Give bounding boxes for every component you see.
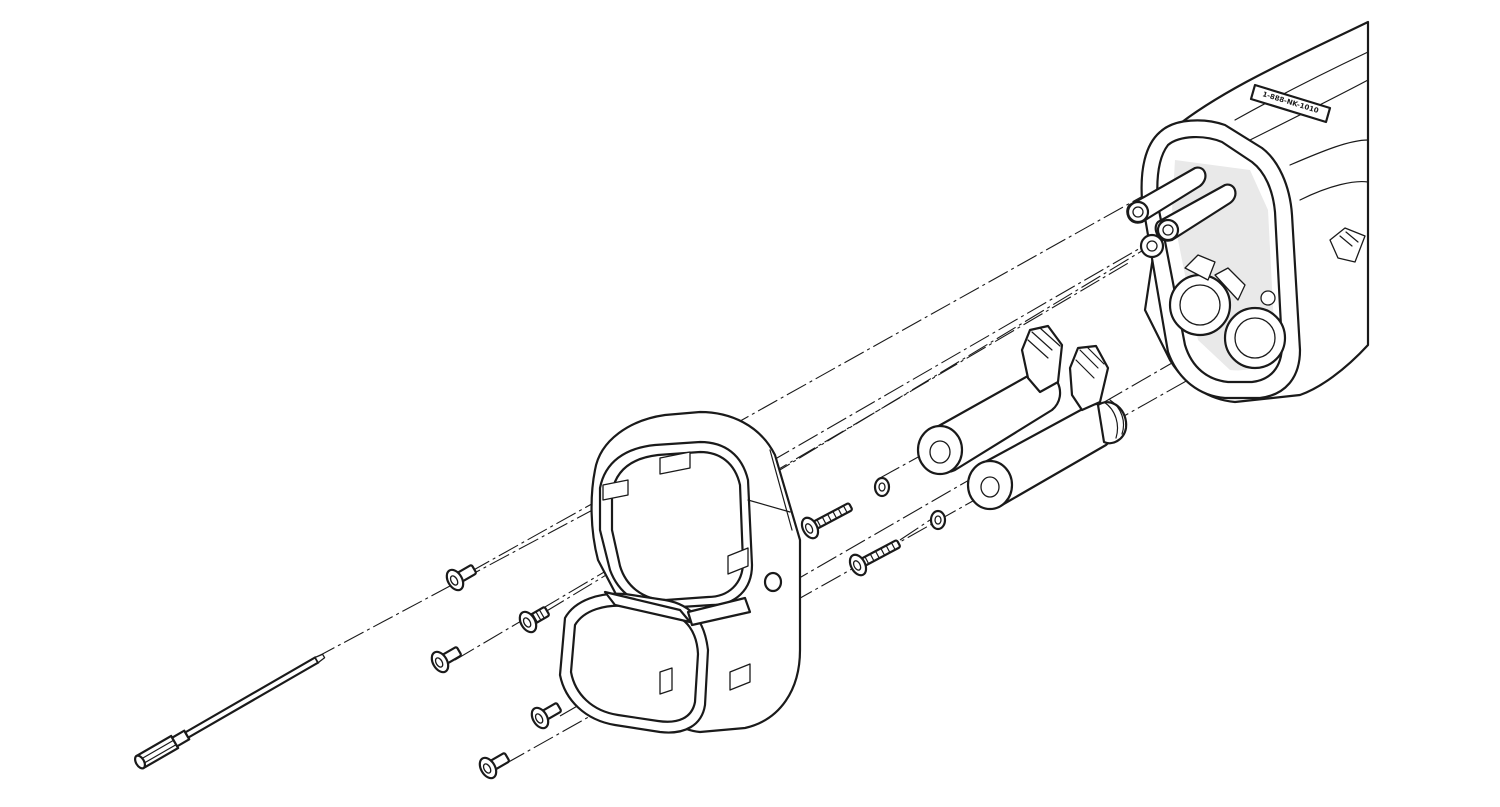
- cradle-slot: [659, 667, 673, 695]
- washer-upper: [873, 476, 891, 498]
- post-hole: [1146, 240, 1158, 252]
- screw-socket: [852, 560, 862, 571]
- screw-socket: [804, 523, 814, 534]
- screw-long: [800, 502, 853, 540]
- screw: [430, 646, 462, 674]
- bit-shaft: [184, 656, 320, 739]
- guide-line: [469, 177, 1176, 573]
- screw-socket: [434, 657, 444, 668]
- post-hole: [1132, 206, 1144, 218]
- cradle-slot: [729, 663, 751, 691]
- clip-ridges: [1075, 347, 1105, 379]
- guide-line: [454, 261, 1131, 661]
- cell-left: [916, 324, 1064, 476]
- housing-edge-line: [1234, 51, 1369, 121]
- socket-inner: [1179, 284, 1221, 326]
- post-hole: [1162, 224, 1174, 236]
- cell-clip: [1068, 344, 1110, 412]
- thread-lines: [1103, 399, 1125, 439]
- housing-post-lower: [1154, 183, 1237, 242]
- cradle-slot: [727, 547, 749, 575]
- cradle-edge-line: [769, 449, 793, 531]
- housing-post-upper: [1126, 166, 1207, 224]
- screw-thread: [816, 505, 848, 528]
- guide-line: [879, 455, 921, 479]
- bit-end: [133, 754, 147, 770]
- socket-inner: [1234, 317, 1276, 359]
- cell-socket-right: [1223, 306, 1287, 370]
- clip-ridges: [1027, 327, 1061, 359]
- screw-socket: [449, 575, 459, 586]
- housing-curve-line: [1299, 180, 1369, 201]
- grip-mark-lines: [1339, 231, 1359, 247]
- battery-cradle: [558, 410, 802, 734]
- contact-tab: [1184, 254, 1216, 281]
- bit-hex-facets: [138, 739, 177, 766]
- cradle-slot: [602, 479, 629, 501]
- cell-end-hole: [929, 440, 951, 464]
- guide-line: [899, 519, 931, 541]
- cradle-lower-ring: [558, 592, 710, 734]
- screw-thread: [864, 542, 896, 565]
- housing-post-side: [1139, 233, 1165, 259]
- washer-hole: [878, 482, 886, 492]
- hex-driver-bit: [133, 653, 326, 770]
- cell-right: [966, 344, 1128, 511]
- screw-boss: [1260, 290, 1276, 306]
- screw-socket: [534, 713, 544, 724]
- screw-socket: [482, 763, 492, 774]
- grip-mark: [1329, 227, 1366, 263]
- washer-lower: [929, 509, 947, 531]
- cradle-edge-line: [747, 499, 791, 513]
- cell-end-hole: [980, 476, 1000, 498]
- main-housing: 1-888-NK-1010: [1126, 20, 1370, 404]
- cell-clip: [1020, 324, 1064, 394]
- label-plate: [1249, 83, 1332, 124]
- screws: [430, 502, 901, 780]
- screw-socket: [522, 617, 532, 628]
- screw: [445, 564, 477, 592]
- housing-curve-line: [1289, 139, 1369, 166]
- cell-thread-end: [1096, 401, 1128, 445]
- screw: [478, 752, 510, 780]
- cradle-screw-hole: [763, 571, 783, 593]
- washer-hole: [934, 515, 942, 525]
- bit-tip: [314, 653, 326, 664]
- cradle-slot: [659, 451, 691, 475]
- screw-long: [848, 539, 901, 577]
- cradle-bridge-tab: [686, 596, 752, 627]
- cell-socket-left: [1168, 273, 1232, 337]
- screw: [518, 606, 550, 634]
- screw: [530, 702, 562, 730]
- contact-tab: [1214, 267, 1246, 301]
